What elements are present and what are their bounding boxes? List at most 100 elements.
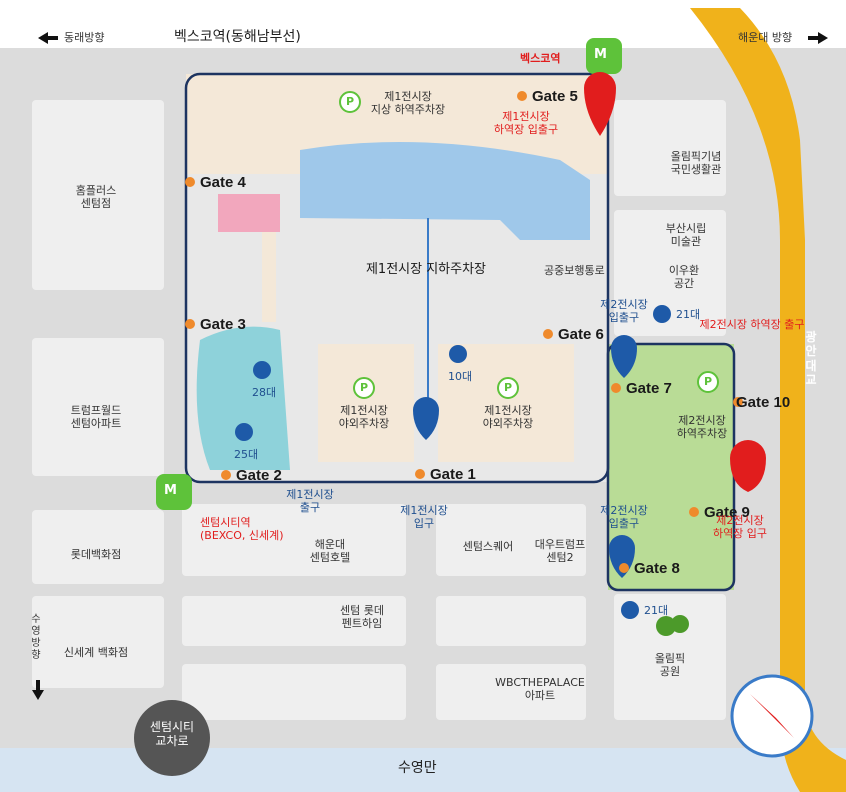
gate2-marker-icon: [221, 470, 231, 480]
gate-6[interactable]: Gate 6: [558, 326, 604, 343]
bridge-label: 광안대교: [805, 330, 817, 388]
truck-marker-gate9-icon: [730, 440, 766, 492]
outdoor-parking-left: [318, 344, 414, 462]
hall1-annex: [218, 194, 280, 232]
parking-symbol-right: P: [504, 381, 513, 394]
intersection-label: 센텀시티 교차로: [150, 720, 194, 749]
building-shinsegae: 신세계 백화점: [63, 646, 129, 659]
hall2-loading-in-line1: 제2전시장: [716, 514, 764, 527]
gate-4[interactable]: Gate 4: [200, 174, 246, 191]
gate7-marker-icon: [611, 383, 621, 393]
walkway-strip: [262, 232, 276, 322]
parking-icon-right: [497, 377, 519, 399]
parking-hall2-line2: 하역주차장: [676, 427, 728, 441]
homeplus-line2: 센텀점: [80, 197, 112, 211]
olympic-hall-line1: 올림픽기념: [670, 150, 722, 163]
gate-1[interactable]: Gate 1: [430, 466, 476, 483]
gate-8[interactable]: Gate 8: [634, 560, 680, 577]
gate-2[interactable]: Gate 2: [236, 467, 282, 484]
wbc-line1: WBCTHEPALACE: [495, 676, 585, 689]
parking-hall1-top-line2: 지상 하역주차장: [370, 103, 446, 117]
parking-hall1-right-line2: 야외주차장: [482, 417, 534, 431]
road-bexco-station: 벡스코역(동해남부선): [174, 29, 301, 45]
block-trade-world: [32, 338, 164, 476]
building-museum: 부산시립 미술관: [666, 222, 706, 248]
block-wbc: [436, 664, 586, 720]
trump-world-line1: 트럼프월드: [70, 404, 122, 417]
block-shinsegae: [32, 596, 164, 688]
gate4-marker-icon: [185, 177, 195, 187]
station-centum-line2: (BEXCO, 신세계): [200, 529, 284, 543]
arrow-right-icon: [808, 32, 828, 44]
hall1-loading-line1: 제1전시장: [502, 110, 550, 123]
hall1-roof: [300, 142, 590, 240]
leeufan-line1: 이우환: [668, 264, 700, 277]
suyeong-bay-label: 수영만: [398, 760, 437, 776]
gate-9[interactable]: Gate 9: [704, 504, 750, 521]
olympic-hall-line2: 국민생활관: [670, 163, 722, 177]
parking-hall1-right-line1: 제1전시장: [484, 404, 532, 417]
gate3-marker-icon: [185, 319, 195, 329]
truck-marker-gate5-icon: [584, 72, 616, 136]
station-bexco: 벡스코역: [520, 52, 561, 65]
subway-badge-bexco: M: [594, 47, 607, 62]
building-wbc: WBCTHEPALACE 아파트: [495, 676, 585, 702]
intersection-line1: 센텀시티: [149, 720, 195, 734]
building-lotte-penthouse: 센텀 롯데 펜트하임: [340, 604, 384, 630]
gate9-marker-icon: [689, 507, 699, 517]
bike-count-10: 10대: [448, 370, 473, 383]
building-olympic-park: 올림픽 공원: [655, 652, 685, 678]
arrow-left-icon: [38, 32, 58, 44]
subway-centum-icon: [156, 474, 192, 510]
block-lotte: [32, 510, 164, 584]
block-mid: [436, 596, 586, 646]
wbc-line2: 아파트: [524, 689, 556, 703]
compass-needle-icon: [750, 694, 794, 738]
parking-hall1-left-line2: 야외주차장: [338, 417, 390, 431]
hall1-loading-line2: 하역장 입출구: [493, 123, 559, 137]
parking-hall2-line1: 제2전시장: [678, 414, 726, 427]
hall1-loading-entrance: 제1전시장 하역장 입출구: [494, 110, 558, 136]
hall2-loading-entrance: 제2전시장 하역장 입구: [713, 514, 767, 540]
hall1-entry-line2: 입구: [413, 517, 435, 531]
daewoo-line1: 대우트럼프: [534, 538, 586, 551]
hall2-inout-top-label: 제2전시장 입출구: [600, 298, 647, 324]
gate-10[interactable]: Gate 10: [736, 394, 791, 411]
block-lotte-penthouse: [182, 596, 406, 646]
block-haeundae-hotel: [182, 504, 406, 576]
parking-symbol-left: P: [360, 381, 369, 394]
block-homeplus: [32, 100, 164, 290]
station-centum-line1: 센텀시티역: [200, 516, 251, 529]
building-lotte-dept: 롯데백화점: [70, 548, 122, 561]
parking-symbol-top: P: [346, 95, 355, 108]
parking-icon-left: [353, 377, 375, 399]
parking-icon-hall2: [697, 371, 719, 393]
bike-count-21b: 21대: [644, 604, 669, 617]
hall2-inout-bottom-label: 제2전시장 입출구: [600, 504, 647, 530]
direction-dongrae: 동래방향: [64, 31, 105, 44]
bike-count-25: 25대: [234, 448, 259, 461]
block-centum-square: [436, 504, 586, 576]
tree-icon-2: [671, 615, 689, 633]
direction-haeundae: 해운대 방향: [738, 31, 793, 44]
bike-icon-25: [235, 423, 253, 441]
hall2-inout-top-line1: 제2전시장: [600, 298, 648, 311]
hall1-entry-line1: 제1전시장: [400, 504, 448, 517]
museum-line1: 부산시립: [665, 222, 707, 235]
gate-3[interactable]: Gate 3: [200, 316, 246, 333]
bike-icon-21b: [621, 601, 639, 619]
bike-icon-28: [253, 361, 271, 379]
olympic-park-line2: 공원: [659, 665, 681, 679]
gate-5[interactable]: Gate 5: [532, 88, 578, 105]
lotte-penthouse-line2: 펜트하임: [341, 617, 383, 631]
leeufan-line2: 공간: [673, 277, 695, 291]
block-olympic-park: [614, 594, 726, 720]
gate-7[interactable]: Gate 7: [626, 380, 672, 397]
haeundae-hotel-line2: 센텀호텔: [309, 551, 351, 565]
hall2-inout-bottom-line2: 입출구: [608, 517, 640, 531]
direction-suyeong: 수영방향: [31, 614, 41, 661]
hall1-exit-line2: 출구: [299, 501, 321, 515]
bike-icon-21a: [653, 305, 671, 323]
